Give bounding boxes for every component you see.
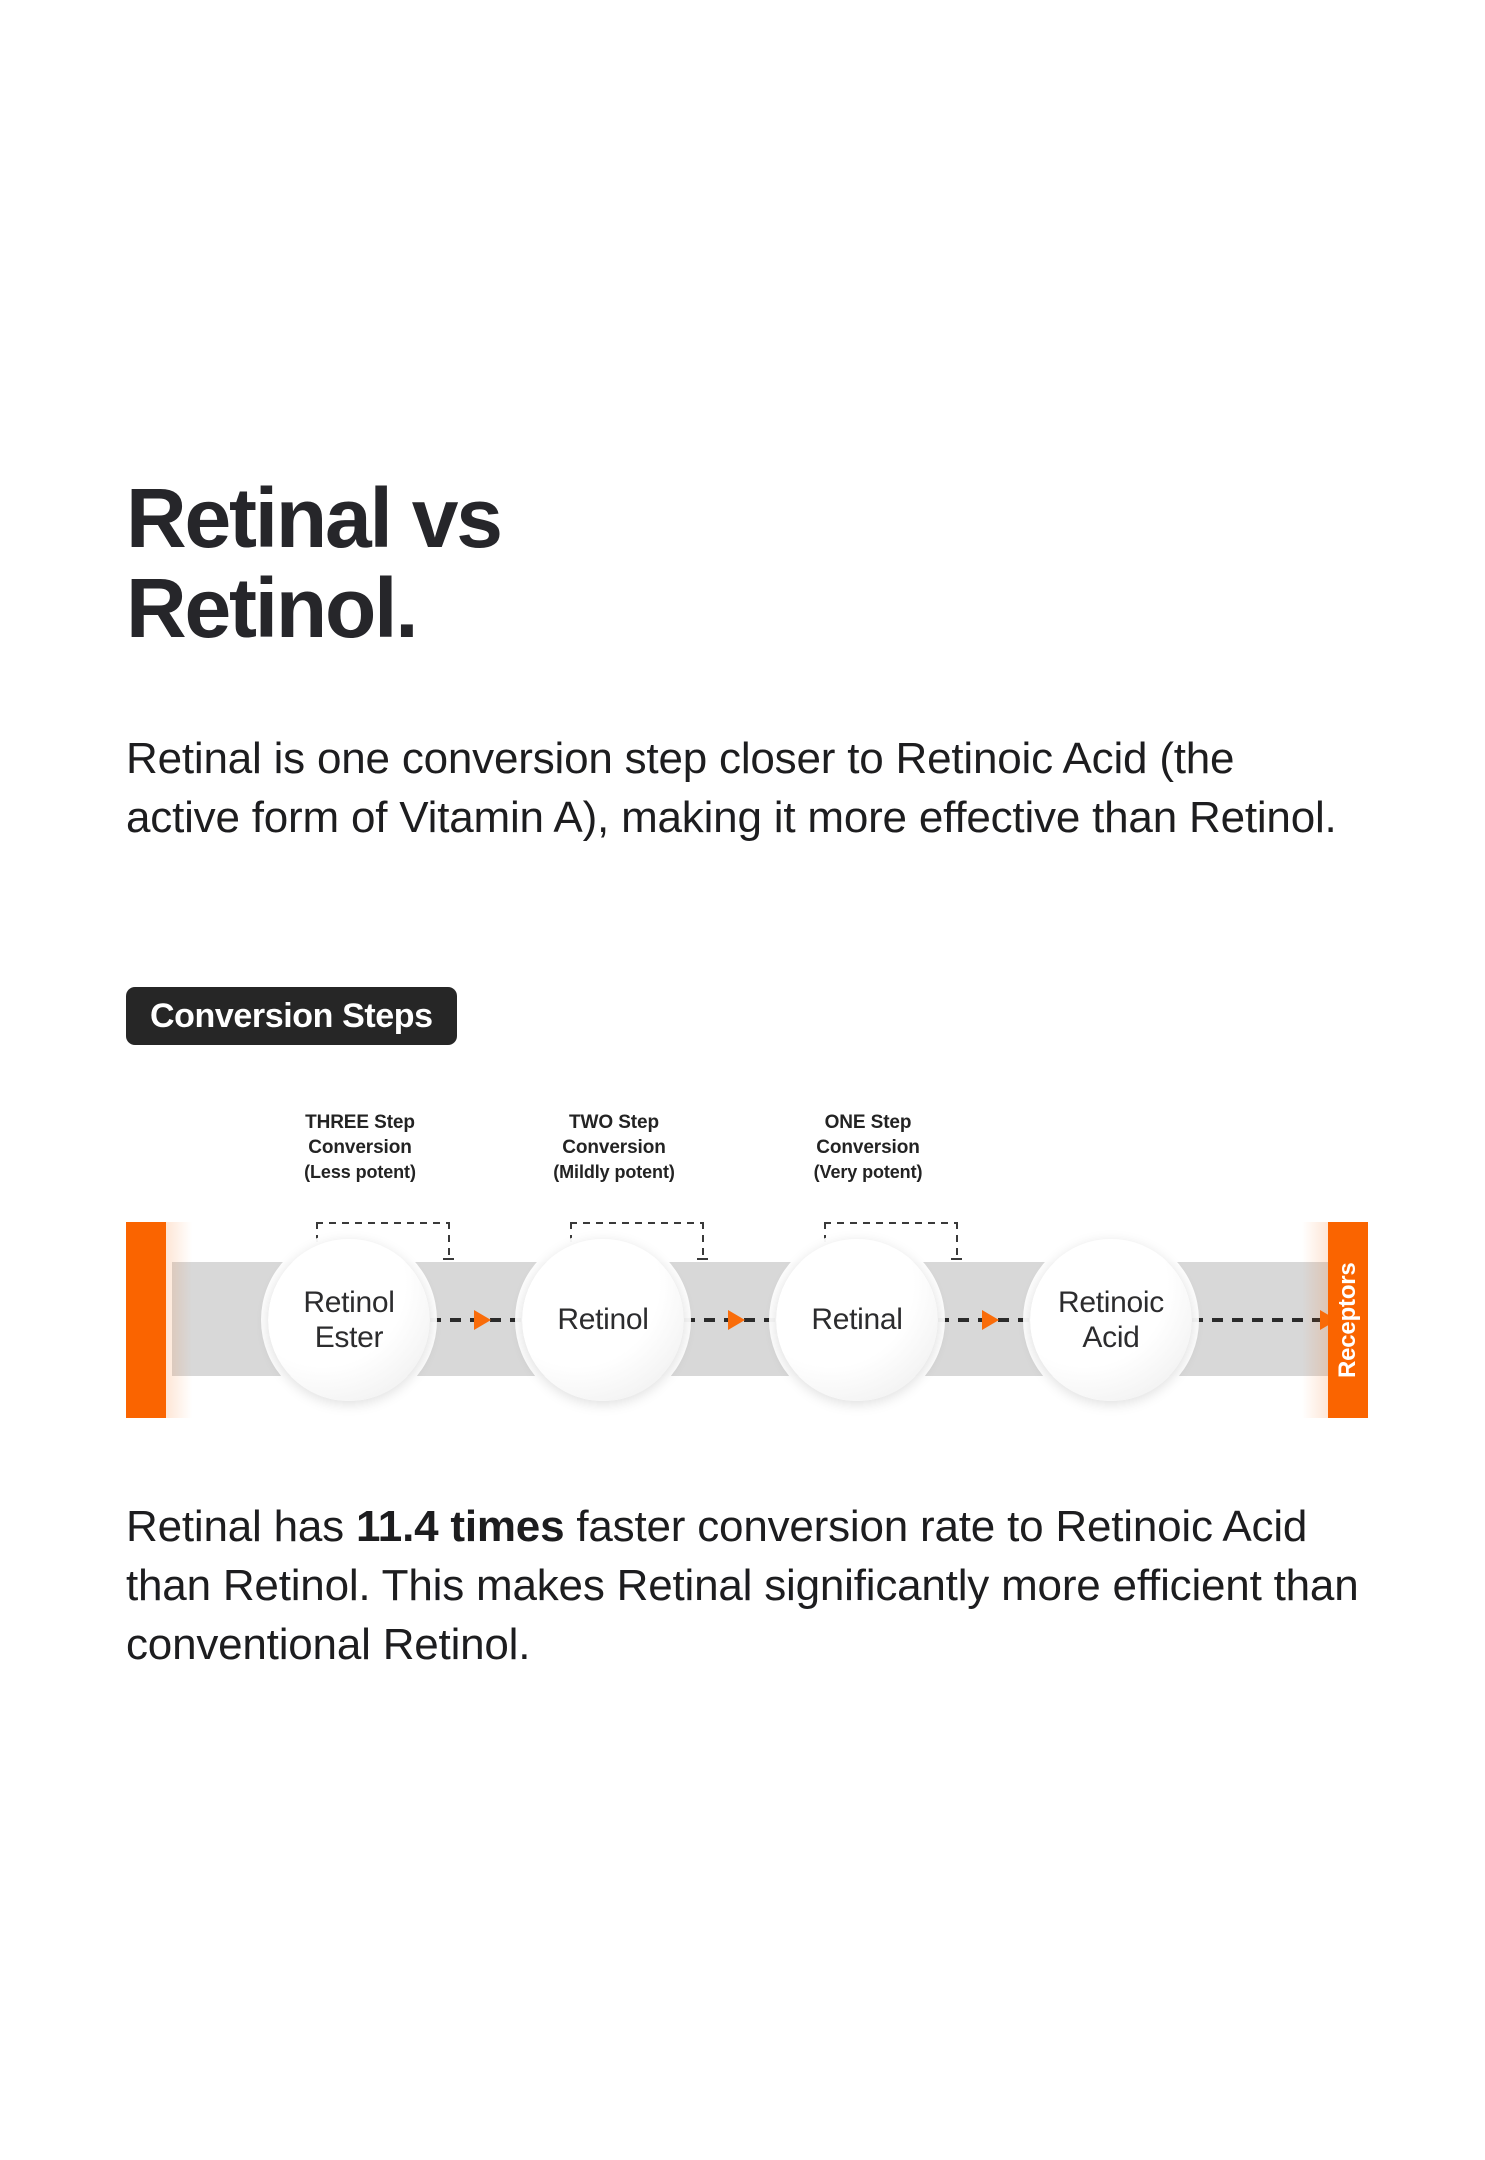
arrow-retinal-to-retinoic-acid <box>938 1306 1044 1334</box>
annotation-two-step-line-1: TWO Step <box>569 1112 659 1133</box>
annotation-three-step-line-2: Conversion <box>308 1137 412 1159</box>
arrow-line <box>1192 1318 1340 1322</box>
bracket-leg-left <box>316 1222 318 1260</box>
arrow-retinol-to-retinal <box>684 1306 790 1334</box>
node-retinol: Retinol <box>522 1239 684 1401</box>
bracket-leg-right <box>702 1222 704 1260</box>
annotation-two-step-line-2: Conversion <box>562 1137 666 1159</box>
receptors-bar: Receptors <box>1302 1222 1368 1418</box>
node-retinol-line-1: Retinol <box>557 1303 649 1337</box>
annotation-one-step-line-3: (Very potent) <box>813 1161 923 1182</box>
bracket-top <box>316 1222 450 1224</box>
page-title-line-2: Retinol. <box>126 560 419 655</box>
page-title-line-1: Retinal vs <box>126 471 503 565</box>
page-title: Retinal vs Retinol. <box>126 471 1326 655</box>
bracket-leg-right <box>956 1222 958 1260</box>
source-bar <box>126 1222 192 1418</box>
node-retinol-ester: Retinol Ester <box>268 1239 430 1401</box>
annotation-two-step: TWO Step Conversion (Mildly potent) <box>494 1110 734 1184</box>
arrow-head-icon <box>474 1310 491 1330</box>
node-retinoic-acid: Retinoic Acid <box>1030 1239 1192 1401</box>
annotation-three-step-line-1: THREE Step <box>305 1112 415 1133</box>
node-retinal: Retinal <box>776 1239 938 1401</box>
receptors-bar-label: Receptors <box>1334 1262 1361 1378</box>
annotation-one-step-line-1: ONE Step <box>824 1112 912 1133</box>
intro-paragraph: Retinal is one conversion step closer to… <box>126 734 1337 842</box>
arrow-retinoic-acid-to-receptors <box>1192 1306 1340 1334</box>
bracket-top <box>824 1222 958 1224</box>
conversion-steps-badge-label: Conversion Steps <box>150 996 433 1035</box>
annotation-three-step-line-3: (Less potent) <box>304 1161 416 1182</box>
bracket-top <box>570 1222 704 1224</box>
conversion-diagram: THREE Step Conversion (Less potent) TWO … <box>0 1110 1485 1440</box>
outro-text-before: Retinal has <box>126 1502 356 1551</box>
annotation-one-step: ONE Step Conversion (Very potent) <box>748 1110 988 1184</box>
node-retinol-ester-line-1: Retinol <box>303 1285 395 1319</box>
bracket-tick-right <box>697 1258 708 1260</box>
node-retinoic-acid-line-1: Retinoic <box>1058 1285 1164 1319</box>
bracket-leg-right <box>448 1222 450 1260</box>
annotation-one-step-line-2: Conversion <box>816 1137 920 1159</box>
node-retinol-ester-line-2: Ester <box>314 1321 384 1354</box>
node-retinoic-acid-line-2: Acid <box>1082 1321 1140 1354</box>
outro-highlight: 11.4 times <box>355 1502 565 1551</box>
outro-text-after: faster conversion rate to Retinoic Acid … <box>126 1502 1359 1669</box>
arrow-ester-to-retinol <box>430 1306 536 1334</box>
arrow-head-icon <box>982 1310 999 1330</box>
annotation-three-step: THREE Step Conversion (Less potent) <box>240 1110 480 1184</box>
arrow-head-icon <box>728 1310 745 1330</box>
conversion-steps-badge: Conversion Steps <box>126 987 457 1045</box>
bracket-leg-left <box>824 1222 826 1260</box>
bracket-tick-right <box>951 1258 962 1260</box>
bracket-tick-right <box>443 1258 454 1260</box>
bracket-leg-left <box>570 1222 572 1260</box>
outro-paragraph: Retinal has 11.4 times faster conversion… <box>126 1498 1376 1675</box>
node-retinal-line-1: Retinal <box>811 1303 903 1337</box>
annotation-two-step-line-3: (Mildly potent) <box>553 1161 675 1182</box>
